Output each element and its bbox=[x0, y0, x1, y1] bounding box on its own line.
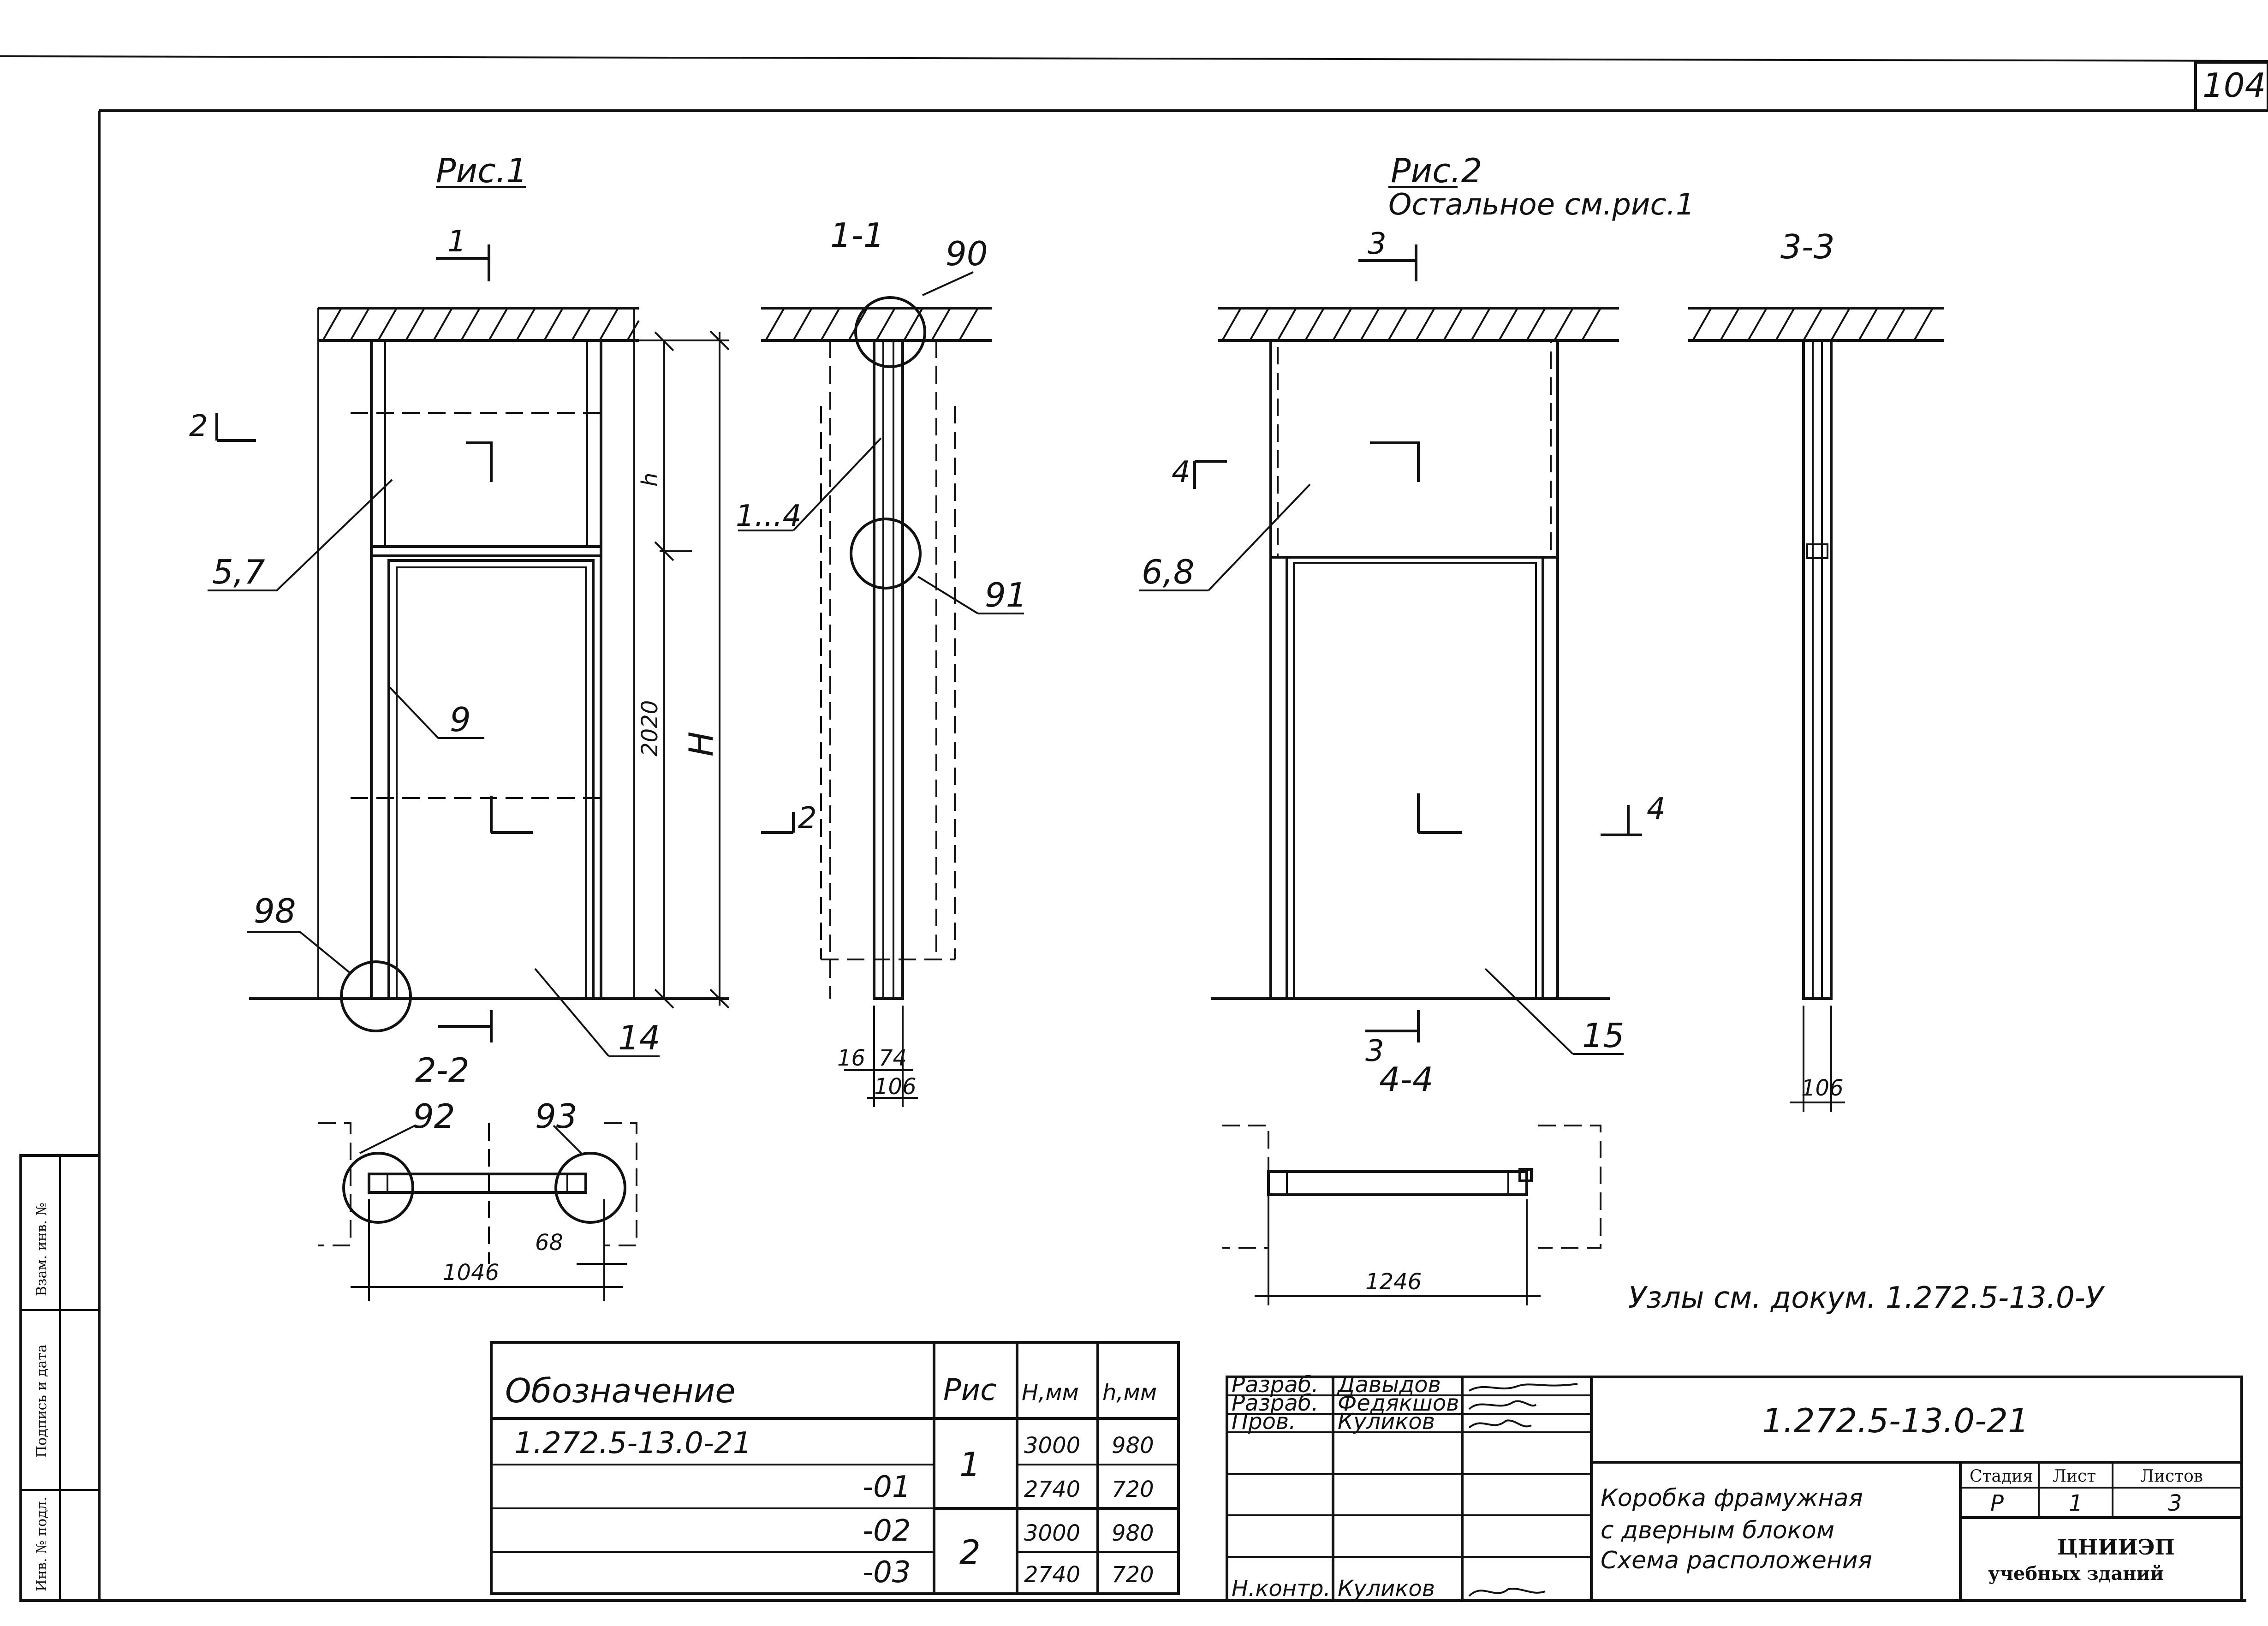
callout-15: 15 bbox=[1582, 1016, 1625, 1055]
callout-6-8: 6,8 bbox=[1142, 553, 1195, 591]
section-1-1-title: 1-1 bbox=[830, 216, 885, 255]
dim-1246: 1246 bbox=[1365, 1269, 1422, 1295]
callout-92: 92 bbox=[413, 1097, 455, 1136]
spec-row-0-designation: 1.272.5-13.0-21 bbox=[514, 1426, 751, 1460]
tb-role-1: Разраб. bbox=[1232, 1390, 1319, 1416]
dim-74: 74 bbox=[879, 1045, 907, 1071]
signature-2 bbox=[1468, 1419, 1532, 1429]
spec-row-3-h: 720 bbox=[1112, 1562, 1154, 1588]
spec-header-designation: Обозначение bbox=[505, 1371, 736, 1410]
spec-row-3-H: 2740 bbox=[1024, 1562, 1080, 1588]
tb-name-0: Давыдов bbox=[1337, 1372, 1441, 1398]
section-3-3-drawing: 106 bbox=[1688, 307, 1944, 1112]
spec-row-2-h: 980 bbox=[1112, 1520, 1154, 1546]
fig1-elevation bbox=[249, 308, 729, 1000]
dim-2020: 2020 bbox=[637, 700, 663, 756]
tb-name-5: Куликов bbox=[1338, 1576, 1435, 1602]
dim-h: h bbox=[637, 473, 663, 487]
tb-sheet-label: Лист bbox=[2053, 1467, 2096, 1486]
section-1-1-drawing: 2 90 1...4 91 16 74 106 bbox=[736, 234, 1027, 1107]
tb-sheets: 3 bbox=[2168, 1490, 2182, 1516]
nodes-note: Узлы см. докум. 1.272.5-13.0-У bbox=[1628, 1281, 2105, 1315]
tb-sheets-label: Листов bbox=[2140, 1467, 2203, 1486]
tb-stage-label: Стадия bbox=[1970, 1467, 2033, 1486]
side-stamp-replace: Взам. инв. № bbox=[34, 1203, 50, 1296]
section-2-2-title: 2-2 bbox=[415, 1051, 470, 1090]
dim-1046: 1046 bbox=[443, 1260, 499, 1286]
tb-code: 1.272.5-13.0-21 bbox=[1762, 1401, 2029, 1440]
section-3-mark-bottom: 3 bbox=[1365, 1034, 1384, 1068]
section-2-mark-top: 2 bbox=[189, 409, 208, 443]
title-block: Разраб. Разраб. Пров. Н.контр. Давыдов Ф… bbox=[1226, 1372, 2243, 1602]
section-4-4-title: 4-4 bbox=[1379, 1060, 1434, 1099]
tb-org-line1: ЦНИИЭП bbox=[2057, 1535, 2175, 1560]
fig1-ceiling-slab bbox=[318, 307, 640, 342]
fig2-note: Остальное см.рис.1 bbox=[1388, 188, 1695, 222]
fig2-ceiling-slab bbox=[1218, 307, 1619, 342]
callout-91: 91 bbox=[985, 576, 1027, 614]
dim-68: 68 bbox=[535, 1230, 563, 1256]
callout-14: 14 bbox=[618, 1018, 661, 1057]
callout-90: 90 bbox=[946, 234, 988, 273]
sheet-number-box: 104 bbox=[2194, 61, 2268, 112]
spec-row-1-designation: -01 bbox=[863, 1470, 911, 1504]
section-3-3-title: 3-3 bbox=[1780, 227, 1835, 266]
callout-9: 9 bbox=[450, 700, 471, 739]
section-2-2-drawing: 92 93 1046 68 bbox=[318, 1097, 637, 1301]
section-4-mark-side: 4 bbox=[1647, 792, 1666, 826]
dim-H: H bbox=[682, 732, 720, 756]
spec-row-0-H: 3000 bbox=[1024, 1433, 1080, 1459]
spec-table: Обозначение Рис H,мм h,мм 1.272.5-13.0-2… bbox=[490, 1341, 1180, 1595]
dim-106-a: 106 bbox=[874, 1074, 917, 1100]
fig1-section-marks: 1 2 bbox=[189, 225, 493, 1042]
spec-header-H: H,мм bbox=[1022, 1380, 1079, 1406]
tb-org-line2: учебных зданий bbox=[1988, 1563, 2164, 1584]
spec-row-3-designation: -03 bbox=[863, 1555, 911, 1590]
spec-header-fig: Рис bbox=[943, 1373, 996, 1407]
tb-title-line1: Коробка фрамужная bbox=[1601, 1484, 1863, 1512]
callout-5-7: 5,7 bbox=[212, 553, 265, 591]
tb-stage: Р bbox=[1990, 1490, 2004, 1516]
spec-row-1-H: 2740 bbox=[1024, 1477, 1080, 1502]
section-4-mark-top: 4 bbox=[1172, 455, 1191, 489]
side-stamp-sign: Подпись и дата bbox=[34, 1344, 50, 1458]
spec-header-h: h,мм bbox=[1102, 1380, 1157, 1406]
fig1-title: Рис.1 bbox=[436, 151, 528, 190]
signature-1 bbox=[1468, 1400, 1537, 1410]
spec-row-2-H: 3000 bbox=[1024, 1520, 1080, 1546]
sheet-number: 104 bbox=[2203, 66, 2266, 105]
tb-role-0: Разраб. bbox=[1232, 1372, 1319, 1398]
side-stamp: Инв. № подл. Подпись и дата Взам. инв. № bbox=[19, 1154, 101, 1602]
tb-role-5: Н.контр. bbox=[1232, 1576, 1331, 1602]
section-2-mark-side: 2 bbox=[798, 801, 817, 835]
spec-row-2-fig: 2 bbox=[959, 1533, 981, 1572]
tb-title-line3: Схема расположения bbox=[1601, 1547, 1872, 1574]
fig1-dimensions: h 2020 H bbox=[613, 330, 730, 1009]
callout-98: 98 bbox=[254, 892, 296, 930]
tb-name-1: Федякшов bbox=[1338, 1390, 1459, 1416]
signature-0 bbox=[1469, 1383, 1578, 1392]
spec-row-0-fig: 1 bbox=[959, 1445, 981, 1484]
signature-5 bbox=[1468, 1588, 1546, 1597]
section-1-mark: 1 bbox=[447, 225, 466, 259]
spec-row-2-designation: -02 bbox=[863, 1514, 911, 1548]
fig2-elevation: 3 4 4 3 6,8 15 bbox=[1139, 227, 1666, 1068]
tb-title-line2: с дверным блоком bbox=[1601, 1517, 1834, 1544]
tb-name-2: Куликов bbox=[1338, 1409, 1435, 1435]
tb-role-2: Пров. bbox=[1232, 1409, 1296, 1435]
spec-row-0-h: 980 bbox=[1112, 1433, 1154, 1459]
spec-row-1-h: 720 bbox=[1112, 1477, 1154, 1502]
section-3-mark-top: 3 bbox=[1368, 227, 1387, 261]
fig1-callouts: 5,7 9 98 14 bbox=[208, 479, 661, 1057]
callout-1-4: 1...4 bbox=[736, 499, 801, 533]
section-4-4-drawing: 1246 bbox=[1222, 1125, 1601, 1305]
tb-sheet: 1 bbox=[2069, 1490, 2083, 1516]
side-stamp-inv: Инв. № подл. bbox=[34, 1497, 50, 1591]
callout-93: 93 bbox=[535, 1097, 577, 1136]
dim-106-b: 106 bbox=[1801, 1075, 1844, 1101]
dim-16: 16 bbox=[837, 1045, 865, 1071]
fig2-title: Рис.2 bbox=[1391, 151, 1482, 190]
